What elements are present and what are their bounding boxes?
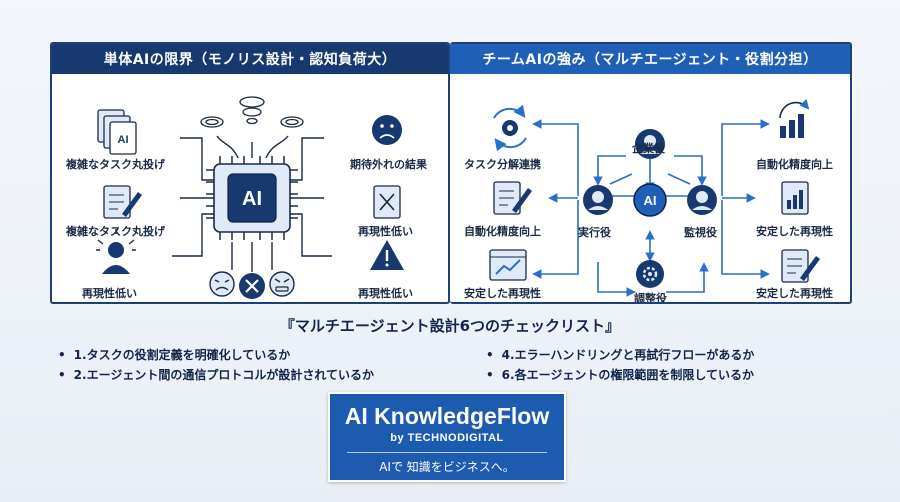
angry-face-icon bbox=[269, 271, 295, 297]
stacked-documents-icon bbox=[97, 109, 137, 155]
brand-name: AI KnowledgeFlow bbox=[344, 403, 550, 429]
right-label-stable-reproducibility-3: 安定した再現性 bbox=[756, 287, 833, 300]
checklist-document-icon bbox=[493, 181, 532, 215]
right-label-task-decomposition: タスク分解連携 bbox=[464, 158, 541, 171]
right-label-stable-reproducibility: 安定した再現性 bbox=[464, 287, 541, 300]
single-ai-diagram: AI AI bbox=[96, 96, 404, 299]
checklist-title: 『マルチエージェント設計6つのチェックリスト』 bbox=[279, 317, 621, 335]
team-ai-diagram: AI bbox=[489, 99, 820, 297]
frustrated-face-icon bbox=[209, 271, 235, 297]
monitor-role-avatar bbox=[687, 185, 717, 215]
role-label-executor: 実行役 bbox=[578, 226, 611, 239]
documents-ai-badge: AI bbox=[118, 134, 129, 146]
checklist-item-2: 2.エージェント間の通信プロトコルが設計されているか bbox=[58, 366, 374, 383]
growth-chart-window-icon bbox=[489, 249, 527, 281]
role-label-enterprise: 企業役 bbox=[632, 142, 665, 155]
checklist-item-6: 6.各エージェントの権限範囲を制限しているか bbox=[486, 366, 754, 383]
checklist-item-1: 1.タスクの役割定義を明確化しているか bbox=[58, 346, 291, 363]
left-label-unexpected-result: 期待外れの結果 bbox=[350, 158, 427, 171]
rejected-document-icon bbox=[373, 185, 401, 219]
team-ai-panel: チームAIの強み（マルチエージェント・役割分担） bbox=[450, 42, 852, 304]
left-label-complex-task-2: 複雑なタスク丸投げ bbox=[66, 225, 165, 238]
brand-logo-block: AI KnowledgeFlow by TECHNODIGITAL AIで 知識… bbox=[328, 392, 566, 482]
left-label-complex-task-1: 複雑なタスク丸投げ bbox=[66, 158, 165, 171]
stable-report-icon bbox=[781, 181, 809, 215]
single-ai-panel-title: 単体AIの限界（モノリス設計・認知負荷大） bbox=[52, 44, 448, 74]
right-label-automation-accuracy: 自動化精度向上 bbox=[464, 225, 541, 238]
coordinator-role-gear-head-icon bbox=[636, 260, 664, 288]
brand-tagline: AIで 知識をビジネスへ。 bbox=[379, 460, 515, 474]
accuracy-bar-chart-icon bbox=[779, 99, 810, 138]
checklist-item-4: 4.エラーハンドリングと再試行フローがあるか bbox=[486, 346, 755, 363]
error-x-icon bbox=[239, 273, 265, 299]
brand-subtitle: by TECHNODIGITAL bbox=[390, 432, 504, 444]
left-label-low-reproducibility: 再現性低い bbox=[82, 287, 137, 300]
warning-triangle-icon bbox=[370, 240, 404, 270]
team-ai-panel-title: チームAIの強み（マルチエージェント・役割分担） bbox=[450, 44, 850, 74]
ai-hub-icon bbox=[633, 183, 667, 217]
ai-hub-label: AI bbox=[644, 193, 657, 208]
role-label-monitor: 監視役 bbox=[684, 226, 717, 239]
enterprise-role-avatar bbox=[635, 129, 665, 159]
edit-document-icon bbox=[781, 249, 820, 283]
right-label-stable-reproducibility-2: 安定した再現性 bbox=[756, 225, 833, 238]
ai-chip-label: AI bbox=[242, 188, 262, 210]
confusion-swirl-icon bbox=[200, 96, 304, 128]
left-label-low-reproducibility-2: 再現性低い bbox=[358, 225, 413, 238]
brand-divider bbox=[347, 452, 547, 453]
stressed-person-icon bbox=[96, 229, 136, 274]
task-cycle-gear-icon bbox=[493, 104, 527, 152]
ai-chip-icon bbox=[206, 156, 298, 240]
single-ai-panel: 単体AIの限界（モノリス設計・認知負荷大） bbox=[50, 42, 450, 304]
sad-face-icon bbox=[372, 115, 402, 145]
document-pencil-icon bbox=[103, 185, 142, 219]
role-label-coordinator: 調整役 bbox=[634, 292, 667, 304]
left-label-low-reproducibility-3: 再現性低い bbox=[358, 287, 413, 300]
right-label-automation-accuracy-2: 自動化精度向上 bbox=[756, 158, 833, 171]
executor-role-avatar bbox=[583, 185, 613, 215]
